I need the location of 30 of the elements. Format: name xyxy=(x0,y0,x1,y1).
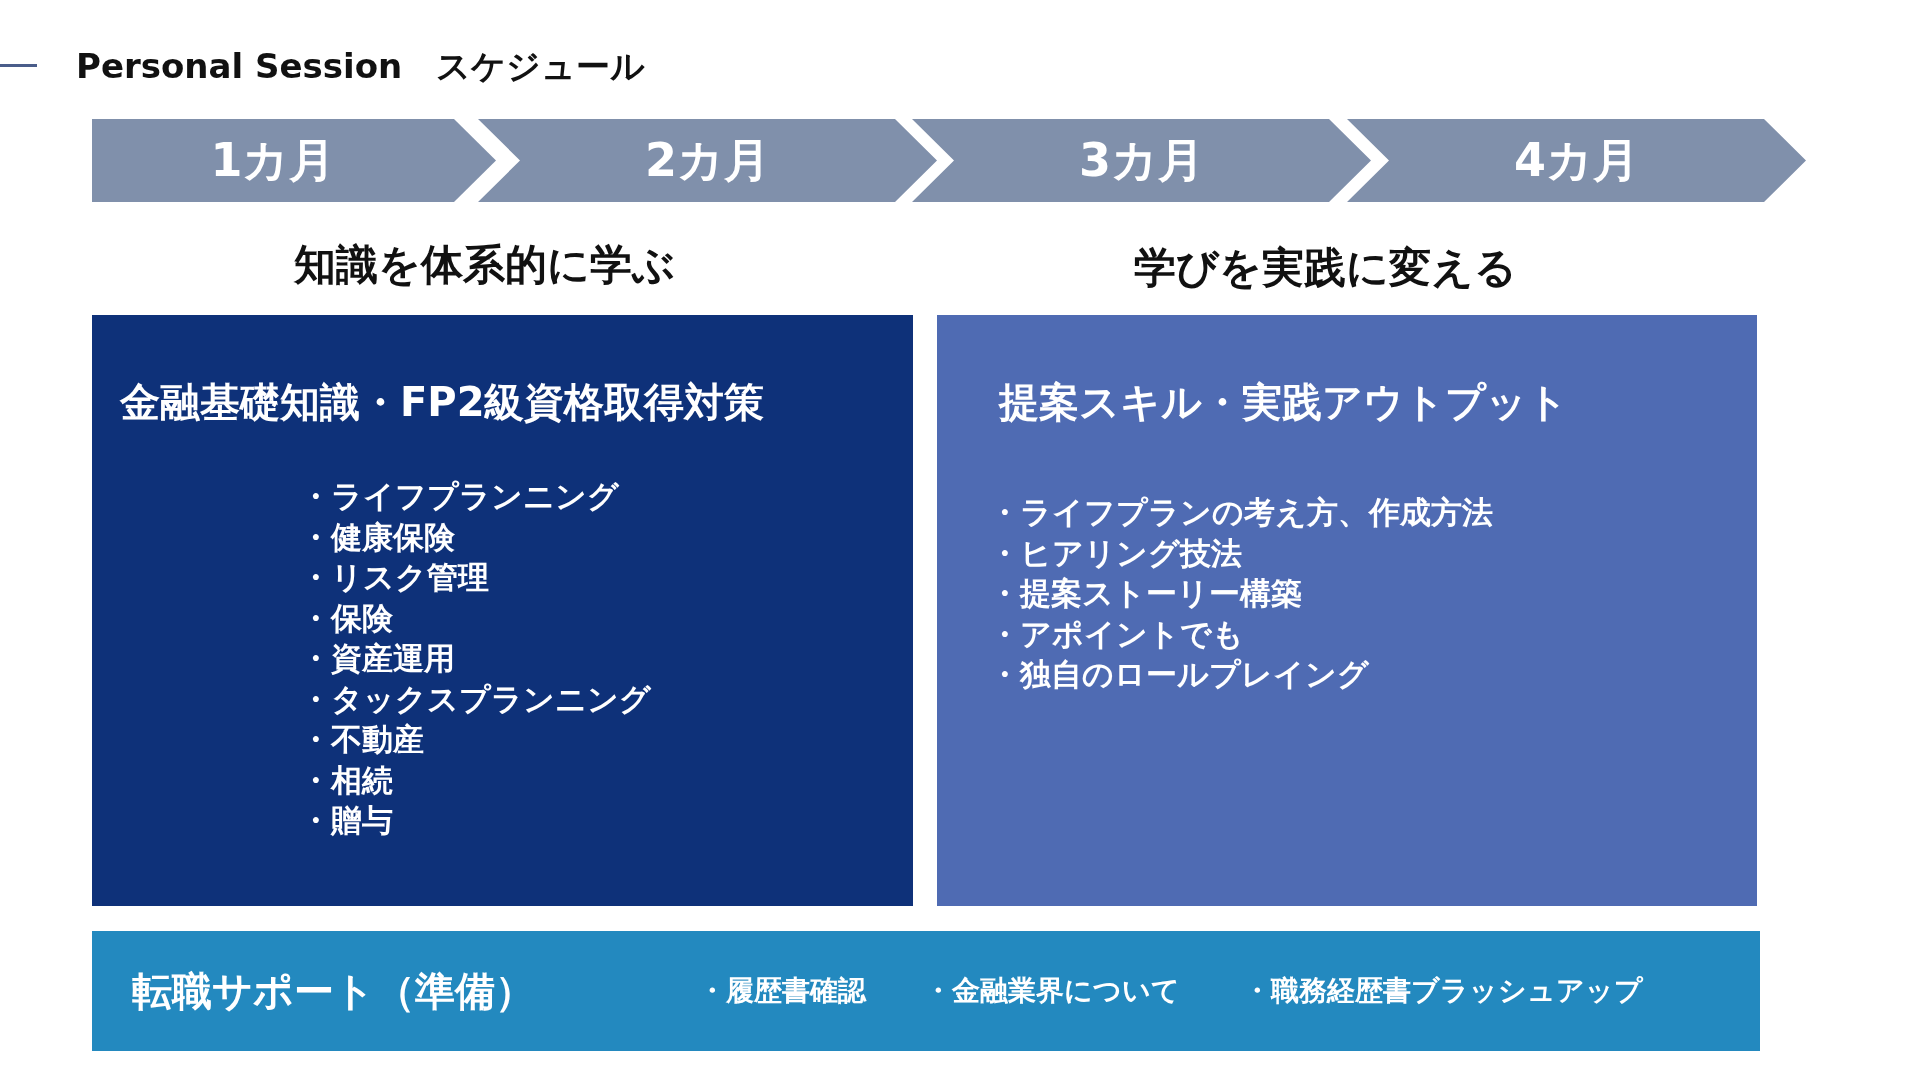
bullet-item: ・独自のロールプレイング xyxy=(989,655,1369,694)
panel xyxy=(92,315,913,906)
panel-heading: 金融基礎知識・FP2級資格取得対策 xyxy=(120,378,765,427)
panel-heading: 転職サポート（準備） xyxy=(132,966,535,1016)
bullet-item: ・贈与 xyxy=(300,801,393,840)
bullet-item: ・ライフプランの考え方、作成方法 xyxy=(989,493,1493,532)
bullet-item: ・リスク管理 xyxy=(300,558,489,597)
panel xyxy=(937,315,1757,906)
bullet-item: ・ヒアリング技法 xyxy=(989,533,1242,573)
bullet-item: ・金融業界について xyxy=(924,973,1180,1009)
bullet-item: ・職務経歴書ブラッシュアップ xyxy=(1243,973,1643,1009)
bullet-item: ・ライフプランニング xyxy=(300,477,619,516)
bullet-item: ・相続 xyxy=(300,760,393,800)
month-label: 3カ月 xyxy=(1079,131,1204,189)
month-label: 4カ月 xyxy=(1514,131,1639,189)
bullet-item: ・提案ストーリー構築 xyxy=(989,574,1302,613)
panel-heading: 提案スキル・実践アウトプット xyxy=(999,378,1568,427)
title: Personal Session スケジュール xyxy=(76,45,646,88)
bullet-item: ・保険 xyxy=(300,598,393,638)
month-label: 2カ月 xyxy=(645,131,770,189)
month-label: 1カ月 xyxy=(210,131,336,189)
bullet-item: ・履歴書確認 xyxy=(698,973,866,1009)
bullet-item: ・タックスプランニング xyxy=(300,679,651,719)
panel xyxy=(92,931,1760,1051)
bullet-item: ・健康保険 xyxy=(300,517,455,557)
phase-heading: 学びを実践に変える xyxy=(1133,242,1517,294)
phase-heading: 知識を体系的に学ぶ xyxy=(293,239,675,291)
bullet-item: ・アポイントでも xyxy=(989,614,1244,654)
bullet-item: ・資産運用 xyxy=(300,639,455,678)
bullet-item: ・不動産 xyxy=(300,720,424,759)
